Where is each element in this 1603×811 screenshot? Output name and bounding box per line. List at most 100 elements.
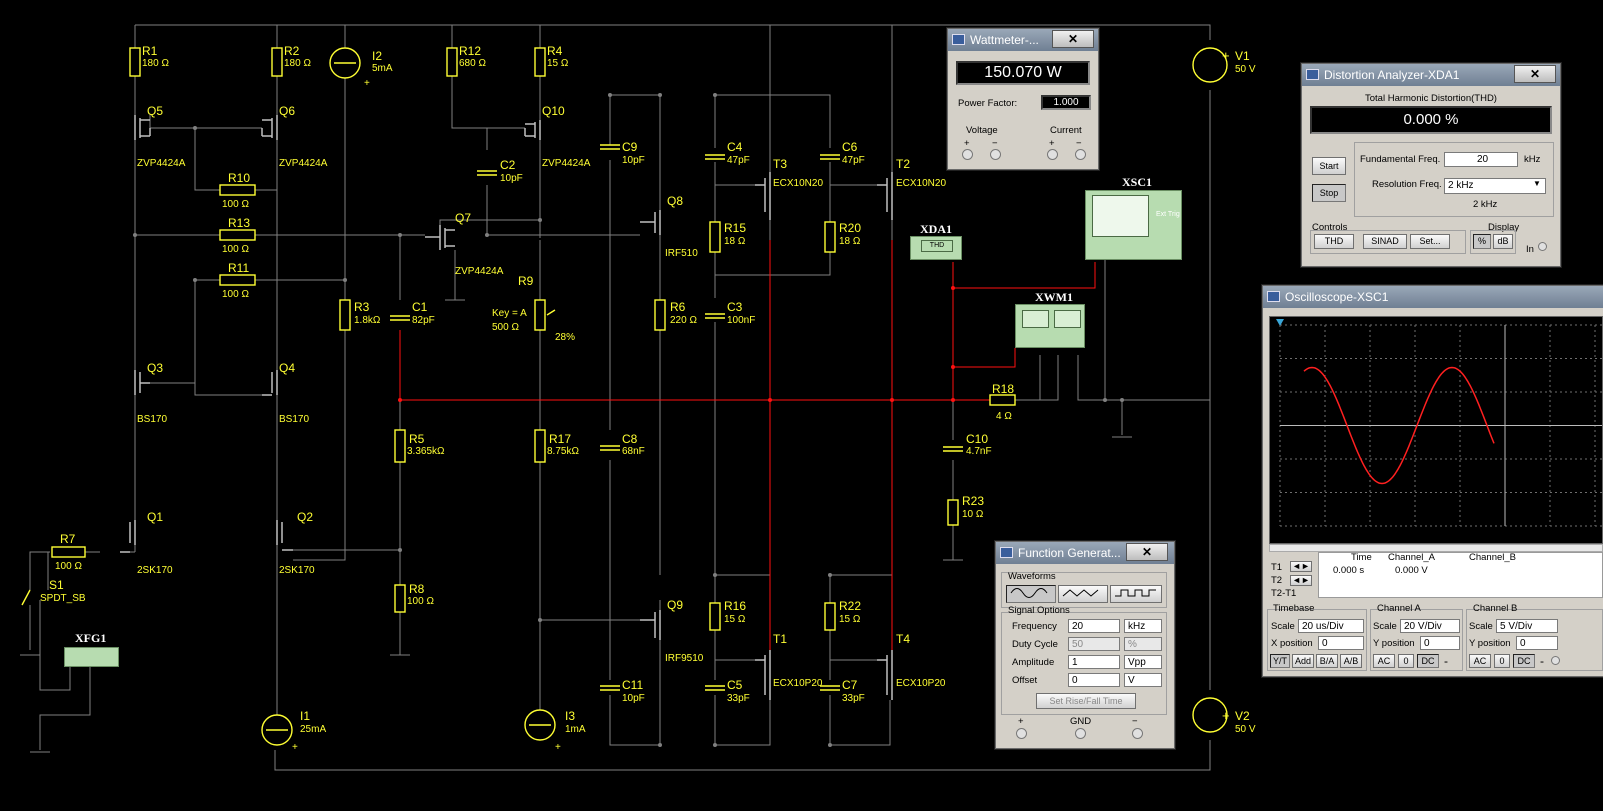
- component-value-label[interactable]: 220 Ω: [670, 315, 697, 326]
- component-value-label[interactable]: 10pF: [500, 173, 523, 184]
- component-ref-label[interactable]: R11: [228, 261, 250, 275]
- component-value-label[interactable]: 500 Ω: [492, 322, 519, 333]
- square-wave-button[interactable]: [1110, 585, 1162, 603]
- terminal-icon[interactable]: [990, 149, 1001, 160]
- set-button[interactable]: Set...: [1410, 234, 1450, 249]
- component-value-label[interactable]: ZVP4424A: [137, 158, 186, 169]
- r9-percent-label[interactable]: 28%: [555, 332, 576, 343]
- distortion-titlebar[interactable]: Distortion Analyzer-XDA1 ✕: [1302, 64, 1560, 86]
- component-ref-label[interactable]: C2: [500, 158, 516, 172]
- component-ref-label[interactable]: T4: [896, 632, 911, 646]
- component-value-label[interactable]: 47pF: [842, 155, 865, 166]
- component-value-label[interactable]: ZVP4424A: [455, 266, 504, 277]
- component-value-label[interactable]: 100 Ω: [222, 289, 249, 300]
- terminal-icon[interactable]: [962, 149, 973, 160]
- offset-input[interactable]: 0: [1068, 673, 1120, 687]
- input-terminal-icon[interactable]: [1538, 242, 1547, 251]
- xda1-label[interactable]: XDA1: [920, 222, 952, 236]
- component-ref-label[interactable]: Q6: [279, 104, 296, 118]
- t1-arrows-button[interactable]: ◄►: [1290, 561, 1312, 572]
- component-ref-label[interactable]: R18: [992, 382, 1015, 396]
- component-ref-label[interactable]: T3: [773, 157, 788, 171]
- component-value-label[interactable]: 50 V: [1235, 724, 1256, 735]
- channel-b-ac-button[interactable]: AC: [1469, 654, 1491, 668]
- component-value-label[interactable]: ZVP4424A: [279, 158, 328, 169]
- component-value-label[interactable]: 2SK170: [279, 565, 315, 576]
- component-value-label[interactable]: 18 Ω: [839, 236, 861, 247]
- component-ref-label[interactable]: Q5: [147, 104, 164, 118]
- x-position-input[interactable]: 0: [1318, 636, 1364, 650]
- start-button[interactable]: Start: [1312, 157, 1346, 175]
- r9-key-label[interactable]: Key = A: [492, 308, 527, 319]
- sine-wave-button[interactable]: [1006, 585, 1056, 603]
- close-button[interactable]: ✕: [1514, 65, 1556, 83]
- oscilloscope-screen[interactable]: [1269, 316, 1603, 544]
- terminal-icon[interactable]: [1075, 149, 1086, 160]
- component-value-label[interactable]: 4.7nF: [966, 446, 992, 457]
- component-value-label[interactable]: 18 Ω: [724, 236, 746, 247]
- component-ref-label[interactable]: Q9: [667, 598, 684, 612]
- component-value-label[interactable]: IRF510: [665, 248, 698, 259]
- component-value-label[interactable]: 10pF: [622, 155, 645, 166]
- component-ref-label[interactable]: R13: [228, 216, 251, 230]
- component-value-label[interactable]: 100 Ω: [55, 561, 82, 572]
- offset-unit[interactable]: V: [1124, 673, 1162, 687]
- wattmeter-titlebar[interactable]: Wattmeter-... ✕: [948, 29, 1098, 51]
- stop-button[interactable]: Stop: [1312, 184, 1346, 202]
- b-over-a-button[interactable]: B/A: [1316, 654, 1338, 668]
- component-ref-label[interactable]: I2: [372, 49, 383, 63]
- chevron-down-icon[interactable]: ▼: [1533, 179, 1541, 188]
- close-button[interactable]: ✕: [1052, 30, 1094, 48]
- channel-a-dc-button[interactable]: DC: [1417, 654, 1439, 668]
- wattmeter-window[interactable]: Wattmeter-... ✕ 150.070 W Power Factor: …: [947, 28, 1099, 170]
- component-value-label[interactable]: ECX10N20: [896, 178, 947, 189]
- triangle-wave-button[interactable]: [1058, 585, 1108, 603]
- component-ref-label[interactable]: C1: [412, 300, 428, 314]
- component-value-label[interactable]: ECX10N20: [773, 178, 824, 189]
- amplitude-input[interactable]: 1: [1068, 655, 1120, 669]
- t2-arrows-button[interactable]: ◄►: [1290, 575, 1312, 586]
- component-ref-label[interactable]: T2: [896, 157, 911, 171]
- component-ref-label[interactable]: Q8: [667, 194, 684, 208]
- component-ref-label[interactable]: R2: [284, 44, 300, 58]
- component-value-label[interactable]: 68nF: [622, 446, 645, 457]
- component-ref-label[interactable]: Q4: [279, 361, 296, 375]
- component-value-label[interactable]: 180 Ω: [284, 58, 311, 69]
- component-ref-label[interactable]: R15: [724, 221, 747, 235]
- component-ref-label[interactable]: C4: [727, 140, 743, 154]
- channel-b-zero-button[interactable]: 0: [1494, 654, 1510, 668]
- oscilloscope-titlebar[interactable]: Oscilloscope-XSC1: [1263, 286, 1603, 308]
- component-ref-label[interactable]: C10: [966, 432, 989, 446]
- horizontal-scrollbar[interactable]: [1269, 544, 1603, 552]
- component-ref-label[interactable]: R1: [142, 44, 158, 58]
- component-ref-label[interactable]: Q3: [147, 361, 164, 375]
- component-value-label[interactable]: ZVP4424A: [542, 158, 591, 169]
- percent-button[interactable]: %: [1473, 234, 1491, 249]
- a-over-b-button[interactable]: A/B: [1340, 654, 1362, 668]
- component-value-label[interactable]: 8.75kΩ: [547, 446, 579, 457]
- terminal-icon[interactable]: [1047, 149, 1058, 160]
- oscilloscope-instrument[interactable]: Ext Trig: [1085, 190, 1182, 260]
- component-value-label[interactable]: 1mA: [565, 724, 586, 735]
- timebase-scale-input[interactable]: 20 us/Div: [1298, 619, 1364, 633]
- component-ref-label[interactable]: C9: [622, 140, 638, 154]
- component-ref-label[interactable]: C7: [842, 678, 858, 692]
- component-ref-label[interactable]: C8: [622, 432, 638, 446]
- component-value-label[interactable]: 47pF: [727, 155, 750, 166]
- component-ref-label[interactable]: V2: [1235, 709, 1250, 723]
- component-value-label[interactable]: BS170: [279, 414, 310, 425]
- component-value-label[interactable]: 15 Ω: [839, 614, 861, 625]
- resolution-freq-select[interactable]: 2 kHz: [1444, 178, 1546, 194]
- add-button[interactable]: Add: [1292, 654, 1314, 668]
- component-value-label[interactable]: 25mA: [300, 724, 327, 735]
- component-value-label[interactable]: ECX10P20: [773, 678, 823, 689]
- component-ref-label[interactable]: R4: [547, 44, 563, 58]
- amplitude-unit[interactable]: Vpp: [1124, 655, 1162, 669]
- channel-a-ac-button[interactable]: AC: [1373, 654, 1395, 668]
- component-ref-label[interactable]: T1: [773, 632, 788, 646]
- component-value-label[interactable]: 15 Ω: [547, 58, 569, 69]
- db-button[interactable]: dB: [1493, 234, 1513, 249]
- component-ref-label[interactable]: R22: [839, 599, 862, 613]
- duty-cycle-unit[interactable]: %: [1124, 637, 1162, 651]
- channel-b-terminal-icon[interactable]: [1551, 656, 1560, 665]
